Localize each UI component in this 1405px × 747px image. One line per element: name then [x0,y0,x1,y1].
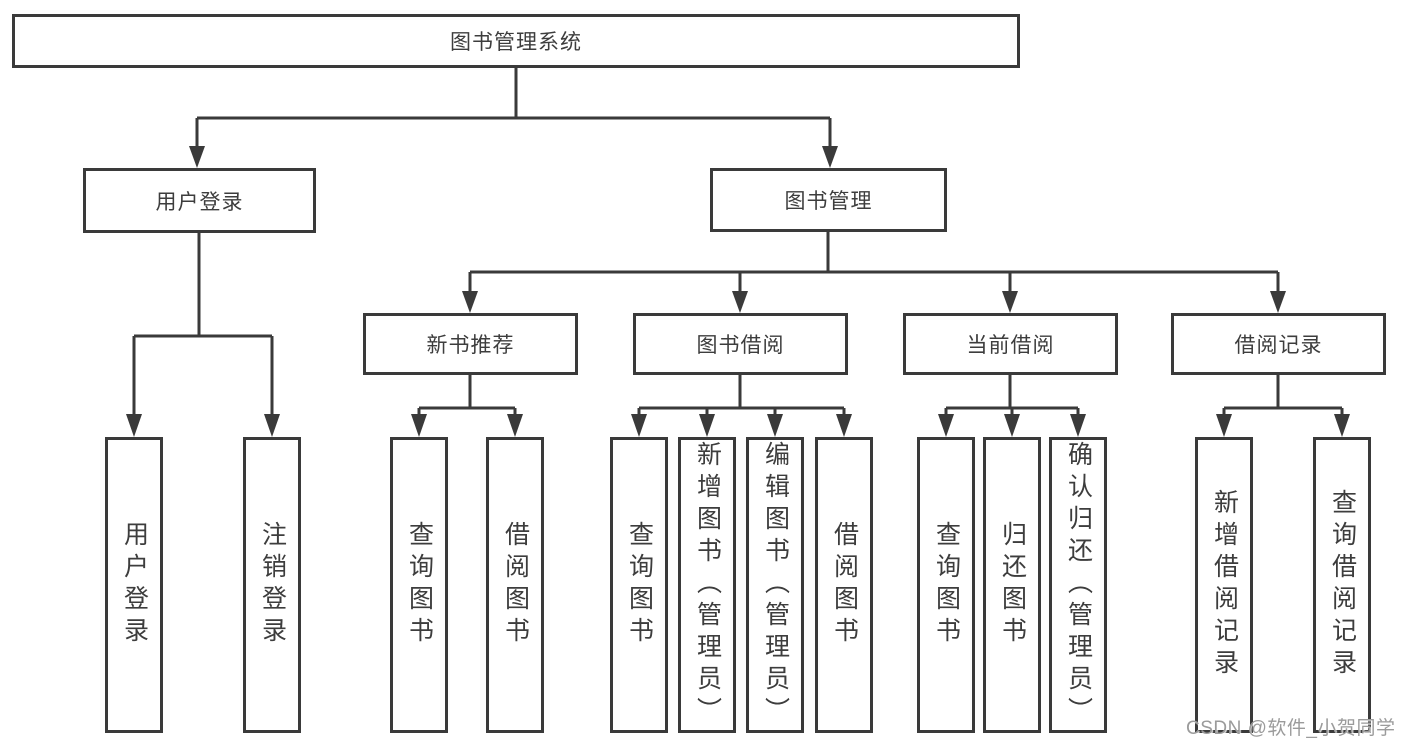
node-label: 用户登录 [120,521,149,649]
node-label: 新增借阅记录 [1210,489,1239,681]
node-current-borrowing: 当前借阅 [903,313,1118,375]
node-library-management-system: 图书管理系统 [12,14,1020,68]
node-label: 查询图书 [625,521,654,649]
leaf-current-query-books: 查询图书 [917,437,975,733]
leaf-borrow-edit-books-admin: 编辑图书（管理员） [746,437,804,733]
leaf-logout-login: 注销登录 [243,437,301,733]
leaf-current-confirm-return-admin: 确认归还（管理员） [1049,437,1107,733]
node-label: 新书推荐 [426,334,515,357]
node-book-management: 图书管理 [710,168,947,232]
leaf-borrow-query-books: 查询图书 [610,437,668,733]
node-label: 查询图书 [932,521,961,649]
leaf-records-query-borrow-record: 查询借阅记录 [1313,437,1371,733]
node-label: 归还图书 [998,521,1027,649]
leaf-current-return-books: 归还图书 [983,437,1041,733]
node-label: 查询图书 [405,521,434,649]
leaf-records-add-borrow-record: 新增借阅记录 [1195,437,1253,733]
node-label: 借阅图书 [830,521,859,649]
node-borrowing-records: 借阅记录 [1171,313,1386,375]
node-label: 用户登录 [155,190,244,214]
node-label: 新增图书（管理员） [693,441,722,729]
node-user-login: 用户登录 [83,168,316,233]
leaf-newbook-query-books: 查询图书 [390,437,448,733]
node-label: 借阅记录 [1234,334,1323,357]
node-label: 当前借阅 [966,334,1055,357]
node-label: 借阅图书 [501,521,530,649]
node-label: 确认归还（管理员） [1064,441,1093,729]
watermark: CSDN @软件_小贺同学 [1186,718,1396,739]
leaf-newbook-borrow-books: 借阅图书 [486,437,544,733]
node-label: 查询借阅记录 [1328,489,1357,681]
node-new-book-recommendation: 新书推荐 [363,313,578,375]
leaf-user-login: 用户登录 [105,437,163,733]
node-book-borrowing: 图书借阅 [633,313,848,375]
node-label: 编辑图书（管理员） [761,441,790,729]
leaf-borrow-add-books-admin: 新增图书（管理员） [678,437,736,733]
node-label: 图书管理系统 [450,31,582,54]
node-label: 注销登录 [258,521,287,649]
arrowheads [126,146,1350,437]
leaf-borrow-borrow-books: 借阅图书 [815,437,873,733]
node-label: 图书借阅 [696,334,785,357]
node-label: 图书管理 [784,190,873,213]
